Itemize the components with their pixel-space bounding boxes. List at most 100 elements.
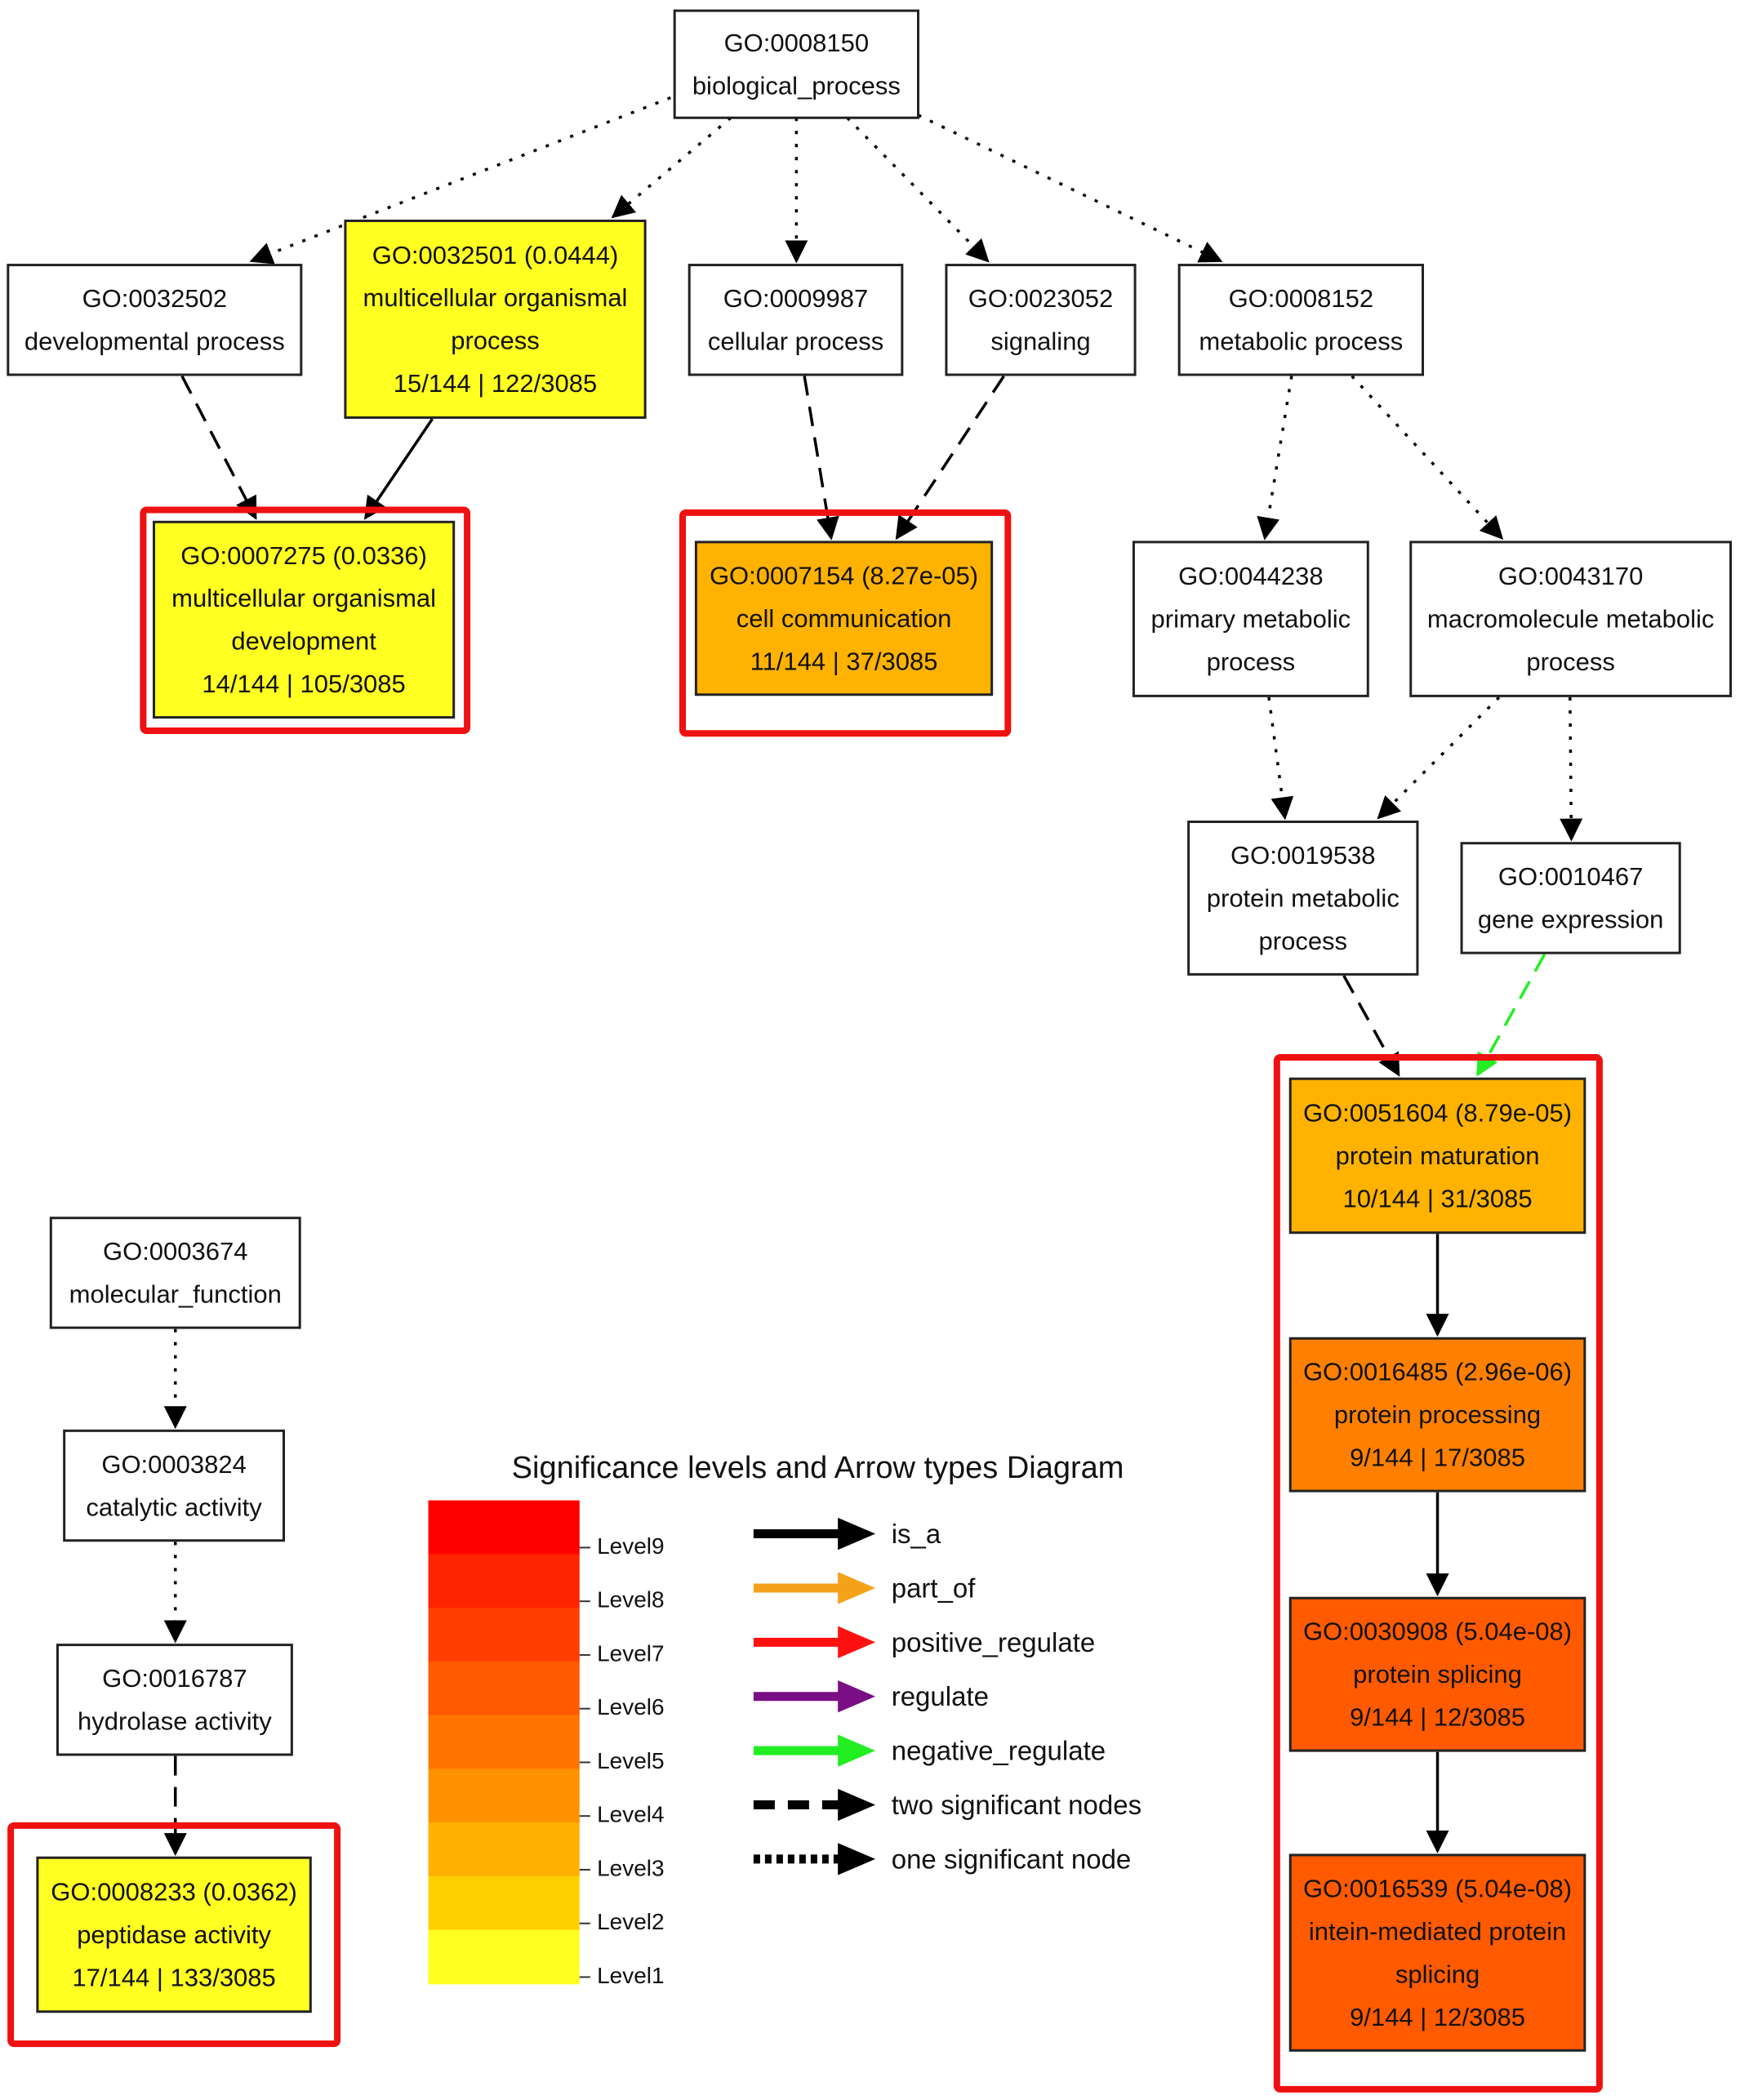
node-box (1409, 541, 1733, 697)
node-label-line: GO:0043170 (1498, 562, 1644, 590)
node-box (688, 264, 904, 376)
node-label-line: GO:0016787 (102, 1664, 247, 1693)
highlight-frame (1273, 1053, 1603, 2093)
legend-arrow-label: two significant nodes (892, 1790, 1141, 1820)
node-n43170[interactable]: GO:0043170 macromolecule metabolic process (1409, 541, 1733, 697)
legend-level-label: Level6 (597, 1694, 665, 1720)
node-label-line: metabolic process (1199, 327, 1403, 356)
legend-arrow-label: regulate (892, 1681, 989, 1711)
node-n7154[interactable]: GO:0007154 (8.27e-05)cell communication1… (694, 541, 994, 696)
legend-level-label: Level4 (597, 1802, 665, 1827)
node-n30908[interactable]: GO:0030908 (5.04e-08)protein splicing9/1… (1288, 1596, 1586, 1752)
node-label-line: protein metabolic (1207, 883, 1400, 912)
node-n16485[interactable]: GO:0016485 (2.96e-06)protein processing9… (1288, 1337, 1586, 1493)
legend-arrow-head (838, 1517, 876, 1551)
node-label-line: GO:0003674 (103, 1237, 248, 1266)
legend-arrow-head (838, 1680, 876, 1713)
legend-level-label: Level8 (597, 1587, 665, 1613)
node-n51604[interactable]: GO:0051604 (8.79e-05)protein maturation1… (1288, 1077, 1586, 1235)
node-box (1288, 1077, 1586, 1235)
node-label-line: GO:0032501 (0.0444) (372, 241, 619, 269)
legend-level-label: Level3 (597, 1855, 665, 1880)
node-box (63, 1429, 286, 1542)
node-label-line: GO:0003824 (101, 1450, 247, 1479)
legend-arrow-label: positive_regulate (892, 1627, 1096, 1657)
node-label-line: hydrolase activity (78, 1707, 272, 1736)
legend-level-swatch (428, 1715, 580, 1770)
node-label-line: splicing (1395, 1960, 1480, 1988)
node-label-line: 9/144 | 12/3085 (1350, 1703, 1525, 1732)
node-label-line: process (451, 327, 540, 355)
node-box (694, 541, 994, 696)
node-label-line: protein processing (1334, 1400, 1541, 1429)
node-n10467[interactable]: GO:0010467 gene expression (1460, 842, 1681, 954)
node-label-line: gene expression (1478, 905, 1664, 934)
node-label-line: peptidase activity (77, 1920, 271, 1949)
node-label-line: biological_process (692, 71, 901, 100)
node-n8233[interactable]: GO:0008233 (0.0362)peptidase activity17/… (36, 1856, 312, 2013)
node-n19538[interactable]: GO:0019538 protein metabolic process (1187, 820, 1419, 976)
legend-arrow-label: is_a (892, 1519, 941, 1549)
node-label-line: 11/144 | 37/3085 (750, 647, 938, 675)
node-label-line: GO:0016485 (2.96e-06) (1303, 1358, 1572, 1386)
node-label-line: GO:0010467 (1498, 862, 1644, 891)
node-n7275[interactable]: GO:0007275 (0.0336)multicellular organis… (153, 520, 456, 719)
node-box (1288, 1337, 1586, 1493)
edge-n8150-n8152 (917, 113, 1223, 263)
node-box (36, 1856, 312, 2013)
edge-n8150-n32501 (611, 116, 732, 219)
edge-n43170-n10467 (1560, 697, 1583, 842)
node-box (1288, 1853, 1586, 2052)
node-n32501[interactable]: GO:0032501 (0.0444)multicellular organis… (344, 219, 647, 419)
node-n9987[interactable]: GO:0009987 cellular process (688, 264, 904, 376)
node-label-line: GO:0009987 (723, 284, 869, 313)
node-label-line: 14/144 | 105/3085 (202, 670, 405, 698)
edge-n32501-n7275 (363, 418, 434, 520)
node-label-line: developmental process (24, 327, 285, 356)
node-n32502[interactable]: GO:0032502 developmental process (7, 264, 303, 376)
edge-n43170-n19538 (1377, 696, 1501, 820)
legend-arrow-head (838, 1843, 876, 1875)
node-box (344, 219, 647, 419)
legend-arrow-head (838, 1734, 876, 1767)
node-label-line: process (1526, 647, 1615, 676)
node-label-line: GO:0023052 (968, 284, 1114, 313)
legend-arrow-head (838, 1788, 876, 1822)
edge-n10467-n51604 (1476, 953, 1546, 1077)
node-label-line: GO:0016539 (5.04e-08) (1303, 1874, 1572, 1902)
node-label-line: GO:0007275 (0.0336) (180, 541, 427, 570)
legend-level-label: Level5 (597, 1748, 665, 1773)
node-n16787[interactable]: GO:0016787 hydrolase activity (56, 1644, 293, 1756)
node-label-line: GO:0019538 (1230, 841, 1376, 870)
highlights-layer (7, 506, 1603, 2093)
node-label-line: protein maturation (1336, 1141, 1540, 1170)
node-label-line: 9/144 | 12/3085 (1350, 2003, 1525, 2031)
node-label-line: GO:0007154 (8.27e-05) (710, 561, 978, 590)
legend: Significance levels and Arrow types Diag… (428, 1451, 1141, 1988)
node-label-line: process (1259, 927, 1348, 955)
node-label-line: intein-mediated protein (1309, 1917, 1566, 1946)
node-label-line: cellular process (708, 327, 883, 356)
node-label-line: GO:0032502 (82, 284, 228, 313)
node-box (49, 1217, 301, 1329)
node-label-line: GO:0008150 (724, 29, 870, 57)
legend-level-swatch (428, 1661, 580, 1716)
node-n16539[interactable]: GO:0016539 (5.04e-08) intein-mediated pro… (1288, 1853, 1586, 2052)
legend-level-label: Level2 (597, 1909, 665, 1934)
node-box (153, 520, 456, 719)
highlight-frame (679, 509, 1012, 737)
node-box (1177, 264, 1425, 376)
node-label-line: macromolecule metabolic (1427, 605, 1714, 634)
node-label-line: process (1207, 647, 1296, 676)
legend-level-label: Level1 (597, 1963, 665, 1988)
legend-level-swatch (428, 1769, 580, 1824)
legend-level-swatch (428, 1554, 580, 1609)
node-box (1132, 541, 1369, 697)
node-n8150[interactable]: GO:0008150 biological_process (673, 9, 920, 119)
